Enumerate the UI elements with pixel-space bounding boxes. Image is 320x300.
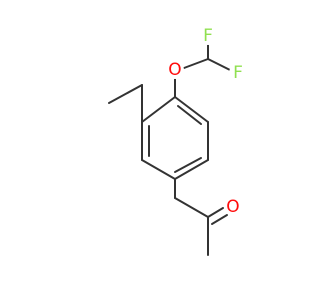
ring-bond-c4-c5: [141, 159, 176, 180]
ring-double-bond-2: [174, 157, 202, 173]
ether-oxygen-atom: O: [166, 60, 184, 80]
carbonyl-oxygen-atom: O: [224, 197, 242, 217]
ether-oxygen-label: O: [168, 60, 181, 80]
fluorine-right-label: F: [233, 63, 243, 83]
fluorine-top-atom: F: [199, 26, 217, 46]
bond-ch2-to-carbonyl: [174, 197, 209, 218]
fluorine-top-label: F: [203, 26, 213, 46]
carbonyl-double-bond-outer: [207, 207, 224, 218]
bond-oxygen-to-chf2: [183, 58, 209, 69]
atom-labels: O F F O: [166, 26, 247, 217]
fluorine-right-atom: F: [229, 63, 247, 83]
bonds: [108, 43, 231, 256]
carbonyl-double-bond-inner: [211, 214, 228, 225]
bond-chf2-to-f-right: [207, 58, 231, 71]
carbonyl-oxygen-label: O: [226, 197, 239, 217]
molecule-structure: O F F O: [108, 26, 247, 256]
ring-bond-c6-c1: [141, 96, 176, 123]
ring-double-bond-1: [177, 105, 202, 125]
ring-bond-c1-c2: [174, 96, 209, 123]
bond-ethyl-ch2-to-ch3: [108, 84, 143, 104]
ring-bond-c3-c4: [174, 159, 209, 180]
